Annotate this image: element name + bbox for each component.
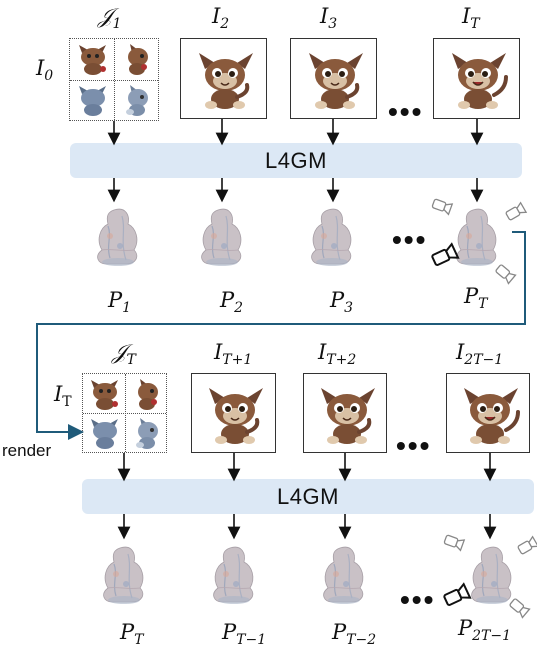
grid-view-1 xyxy=(70,39,114,80)
row1-label-it: IT xyxy=(462,4,480,32)
row2-frame-it1 xyxy=(191,373,276,453)
grid-view-2 xyxy=(114,39,158,80)
row1-label-i3: I3 xyxy=(320,4,338,32)
row1-output-p3: P3 xyxy=(330,288,354,316)
row2-multiview-grid xyxy=(82,373,167,453)
row1-label-j1: 𝒥1 xyxy=(98,4,122,32)
row1-splat-pt xyxy=(456,208,497,267)
grid-view-1 xyxy=(83,374,125,413)
row1-frame-i3 xyxy=(290,38,377,119)
row2-output-pt1: PT−1 xyxy=(222,620,267,646)
row2-label-i2t1: I2T−1 xyxy=(456,340,504,368)
row2-frame-it2 xyxy=(303,373,387,453)
row1-output-pt: PT xyxy=(464,284,488,312)
row2-splat-p2t1 xyxy=(471,546,512,605)
row1-ellipsis-top: ••• xyxy=(388,96,424,127)
row2-splat-pt xyxy=(103,546,144,605)
row1-splat-p2 xyxy=(201,208,242,267)
row1-frame-it xyxy=(433,38,520,119)
grid-view-4 xyxy=(114,80,158,121)
row2-output-p2t1: P2T−1 xyxy=(458,616,512,644)
row2-l4gm-block: L4GM xyxy=(82,479,534,514)
row2-label-it2: IT+2 xyxy=(318,340,357,368)
grid-view-3 xyxy=(83,413,125,452)
row2-output-pt: PT xyxy=(120,620,144,646)
row2-ellipsis-top: ••• xyxy=(396,430,432,461)
row2-side-label-it: IT xyxy=(54,382,72,410)
row1-splat-p1 xyxy=(97,208,138,267)
row2-splat-pt1 xyxy=(213,546,254,605)
row1-ellipsis-mid: ••• xyxy=(392,224,428,255)
row1-side-label-i0: I0 xyxy=(36,56,54,84)
grid-view-4 xyxy=(125,413,167,452)
row2-frame-i2t1 xyxy=(446,373,530,453)
row1-label-i2: I2 xyxy=(212,4,230,32)
row1-l4gm-block: L4GM xyxy=(70,143,522,178)
row2-ellipsis-mid: ••• xyxy=(400,584,436,615)
row2-splat-pt2 xyxy=(323,546,364,605)
row1-output-p1: P1 xyxy=(108,288,132,316)
row1-frame-i2 xyxy=(180,38,267,119)
grid-view-2 xyxy=(125,374,167,413)
row1-output-p2: P2 xyxy=(220,288,244,316)
row1-multiview-grid xyxy=(69,38,159,121)
row1-splat-p3 xyxy=(311,208,352,267)
row2-label-jt: 𝒥T xyxy=(112,340,136,368)
grid-view-3 xyxy=(70,80,114,121)
row2-label-it1: IT+1 xyxy=(214,340,253,368)
render-label: render xyxy=(2,441,52,460)
row2-output-pt2: PT−2 xyxy=(332,620,377,646)
